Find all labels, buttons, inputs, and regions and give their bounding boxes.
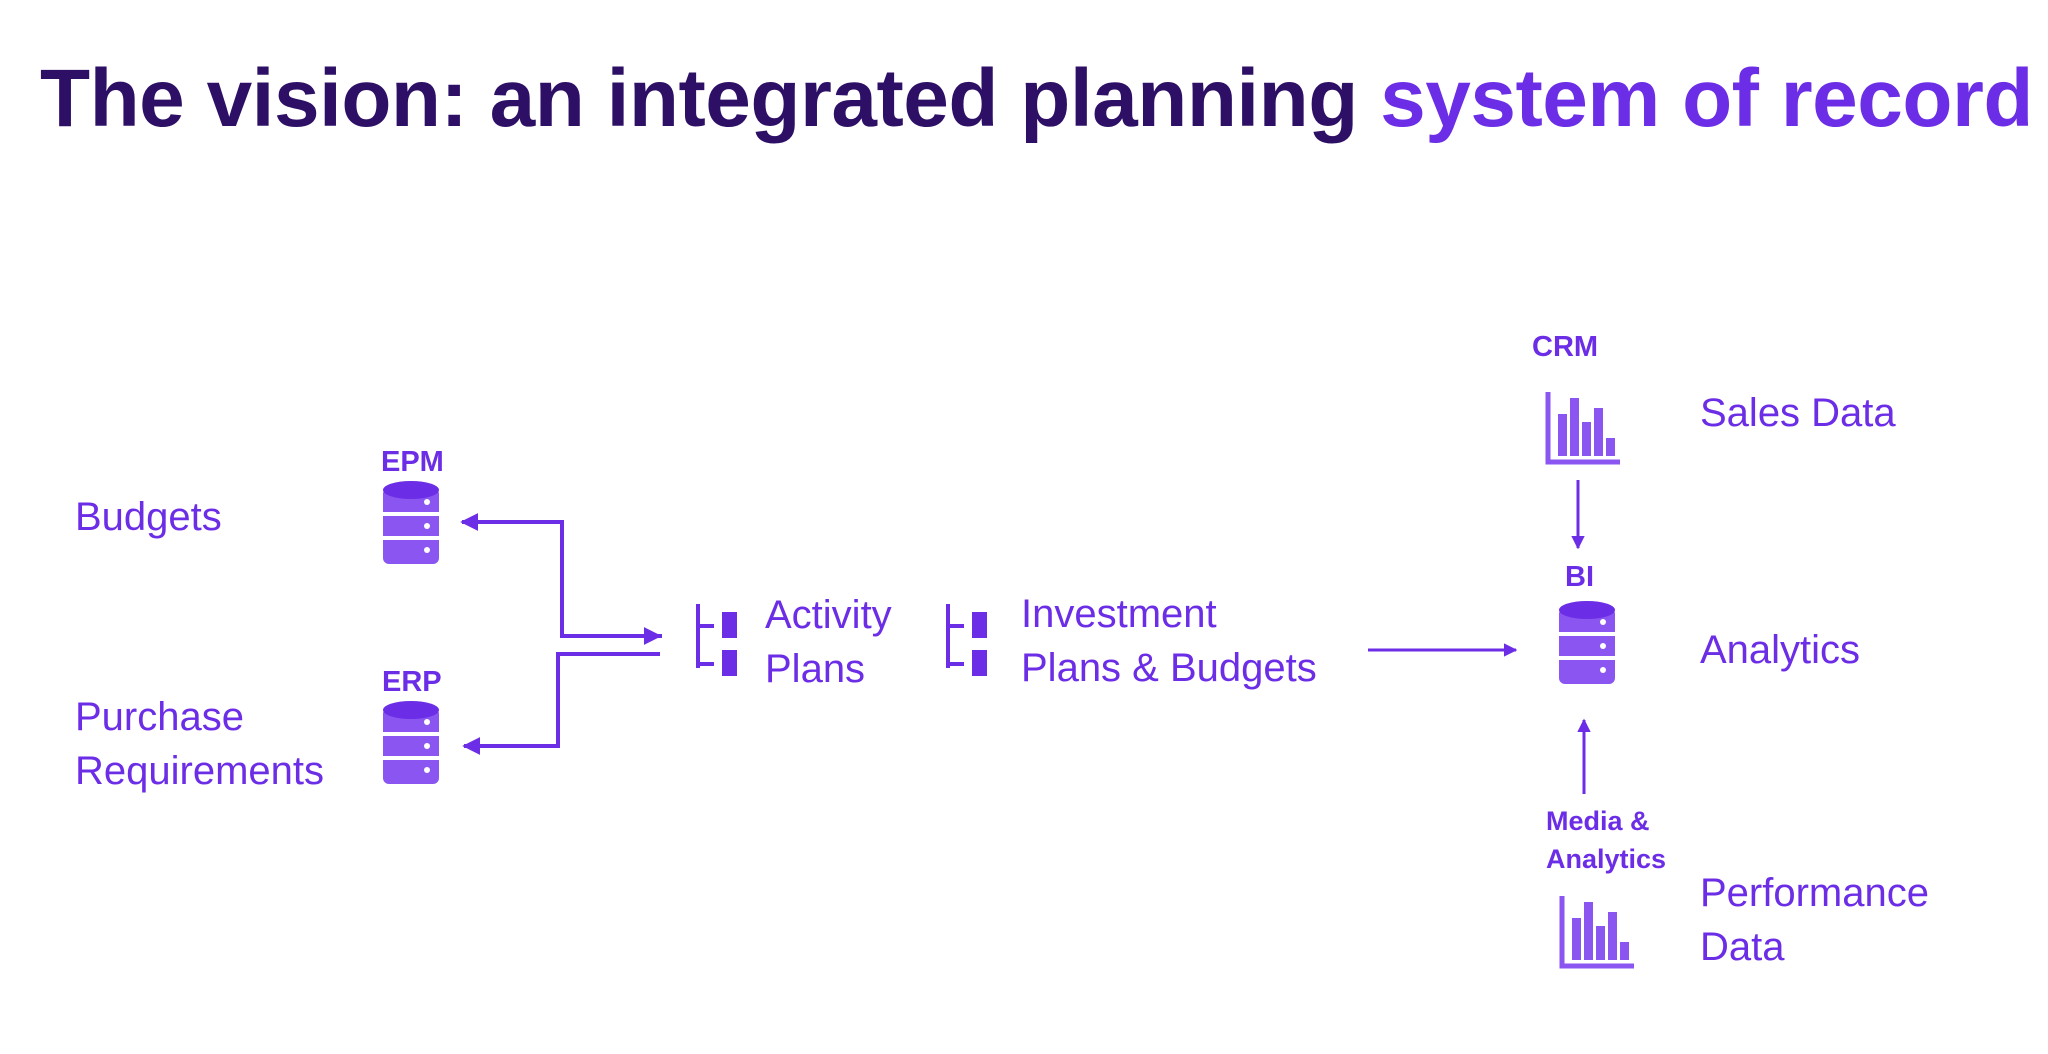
bi-label: BI (1565, 561, 1594, 593)
erp-database-icon (383, 701, 439, 784)
purchase-line2: Requirements (75, 749, 325, 793)
activity-hierarchy-icon (696, 602, 739, 678)
crm-bar-chart-icon (1548, 392, 1620, 462)
investment-hierarchy-icon (946, 602, 989, 678)
performance-line1: Performance (1700, 871, 1929, 915)
activity-line2: Plans (765, 647, 866, 691)
performance-line2: Data (1700, 925, 1785, 969)
performance-data-label: Performance Data (1700, 866, 1929, 974)
connector-epm (460, 513, 662, 638)
epm-database-icon (383, 481, 439, 564)
epm-label: EPM (381, 446, 444, 478)
purchase-line1: Purchase (75, 695, 244, 739)
media-line2: Analytics (1546, 844, 1667, 874)
title-highlight: system of record (1380, 53, 2033, 144)
erp-label: ERP (382, 666, 442, 698)
connector-erp (462, 652, 660, 755)
media-analytics-label: Media & Analytics (1546, 802, 1666, 878)
media-line1: Media & (1546, 806, 1650, 836)
bi-database-icon (1559, 601, 1615, 684)
page-title: The vision: an integrated planning syste… (40, 52, 2033, 146)
crm-label: CRM (1532, 331, 1599, 363)
activity-line1: Activity (765, 593, 892, 637)
analytics-label: Analytics (1700, 628, 1861, 672)
title-main: The vision: an integrated planning (40, 53, 1381, 144)
sales-data-label: Sales Data (1700, 391, 1896, 435)
investment-line1: Investment (1021, 592, 1217, 636)
investment-plans-label: Investment Plans & Budgets (1021, 587, 1317, 695)
activity-plans-label: Activity Plans (765, 588, 892, 696)
purchase-requirements-label: Purchase Requirements (75, 690, 324, 798)
budgets-label: Budgets (75, 495, 222, 539)
investment-line2: Plans & Budgets (1021, 646, 1317, 690)
media-bar-chart-icon (1562, 896, 1634, 966)
